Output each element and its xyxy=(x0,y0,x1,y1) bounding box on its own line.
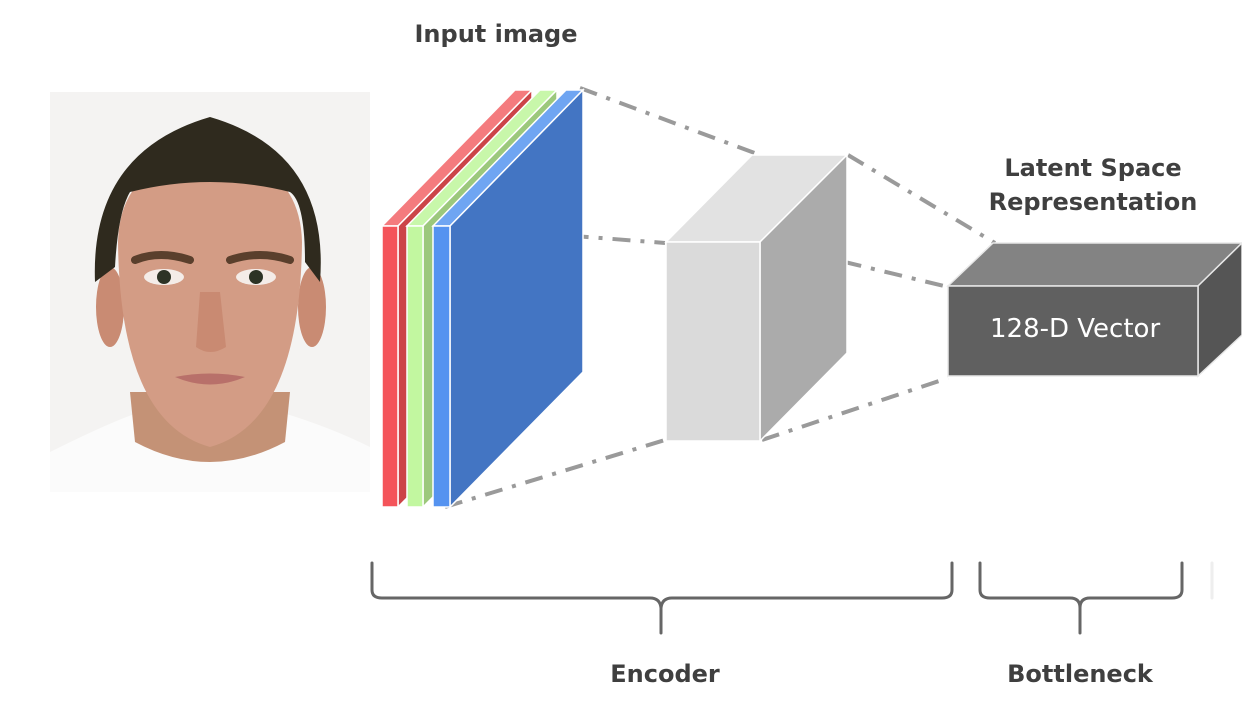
input-image-label: Input image xyxy=(414,20,578,48)
latent-space-label-line2: Representation xyxy=(988,188,1198,216)
hidden-layer-block xyxy=(664,153,849,443)
face-illustration xyxy=(50,92,370,492)
connector-mid-to-latent-top xyxy=(846,153,997,245)
latent-vector-block xyxy=(946,241,1242,378)
vector-dimension-label: 128-D Vector xyxy=(990,314,1161,344)
braces xyxy=(370,561,1214,635)
input-channels xyxy=(380,88,585,509)
latent-block-top xyxy=(946,242,1242,287)
connector-bottom-to-mid xyxy=(444,438,666,509)
blue-channel-plane xyxy=(431,88,585,509)
connector-mid-to-latent-bottom xyxy=(761,376,949,442)
encoder-brace xyxy=(370,561,954,635)
encoder-label: Encoder xyxy=(610,660,720,688)
connector-top-to-mid xyxy=(579,86,761,157)
latent-space-label-line1: Latent Space xyxy=(1004,154,1182,182)
hidden-block-front xyxy=(665,241,761,442)
bottleneck-label: Bottleneck xyxy=(1007,660,1153,688)
input-face-photo xyxy=(50,92,370,492)
latent-block-front xyxy=(947,285,1199,377)
connector-mid-upper xyxy=(444,224,666,245)
bottleneck-brace xyxy=(978,561,1184,635)
